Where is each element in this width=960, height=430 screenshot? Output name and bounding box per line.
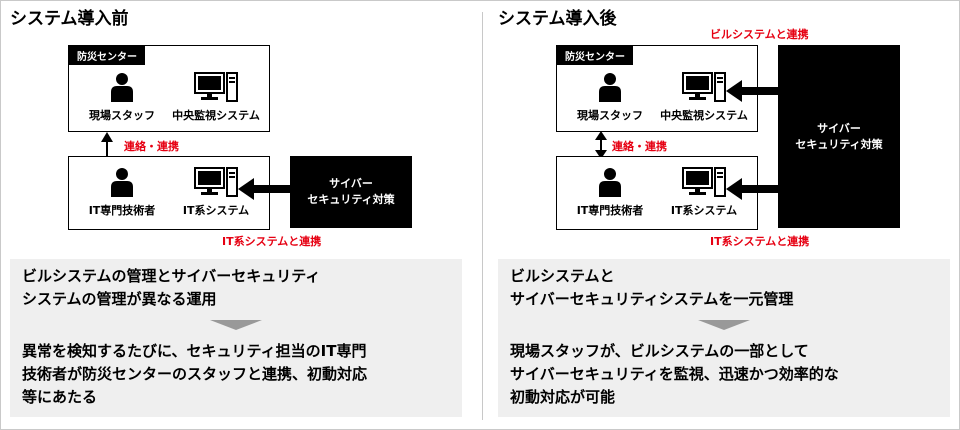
computer-icon [194,72,238,102]
up-arrow-icon [595,131,607,140]
after-panel: システム導入後 ビルシステムと連携 防災センター 現場スタッフ 中央監視システム [488,0,960,430]
detail-line3: 初動対応が可能 [510,388,616,406]
person-icon [599,168,621,197]
disaster-center-label: 防災センター [69,46,145,65]
arrow-icon [726,178,780,200]
link-label: 連絡・連携 [612,140,667,153]
it-engineer-label: IT専門技術者 [576,204,644,217]
computer-icon [682,72,726,102]
cyber-label-line2: セキュリティ対策 [795,137,883,151]
it-link-label: IT系システムと連携 [710,235,810,248]
cyber-label-line1: サイバー [817,121,861,135]
summary-line1: ビルシステムと [510,267,615,285]
central-monitor-node: 中央監視システム [171,72,261,123]
cyber-security-box: サイバー セキュリティ対策 [290,156,412,228]
summary-line2: サイバーセキュリティシステムを一元管理 [510,290,794,308]
it-system-node: IT系システム [171,167,261,218]
building-link-label: ビルシステムと連携 [710,28,809,41]
staff-node: 現場スタッフ [565,72,655,123]
central-monitor-node: 中央監視システム [659,72,749,123]
disaster-center-box: 防災センター 現場スタッフ 中央監視システム [68,45,270,132]
computer-icon [682,167,726,197]
it-link-label: IT系システムと連携 [222,235,322,248]
staff-label: 現場スタッフ [89,109,155,122]
before-title: システム導入前 [10,9,129,29]
link-arrow-line [106,140,108,156]
detail-line1: 現場スタッフが、ビルシステムの一部として [510,342,809,360]
up-arrow-icon [101,132,113,142]
cyber-label-line1: サイバー [329,177,373,191]
cyber-security-box: サイバー セキュリティ対策 [778,45,900,228]
detail-line3: 等にあたる [22,388,98,406]
it-box: IT専門技術者 IT系システム [556,156,758,230]
person-icon [111,168,133,197]
central-monitor-label: 中央監視システム [660,109,748,122]
detail-line1: 異常を検知するたびに、セキュリティ担当のIT専門 [22,342,367,360]
disaster-center-box: 防災センター 現場スタッフ 中央監視システム [556,45,758,132]
detail-line2: 技術者が防災センターのスタッフと連携、初動対応 [22,365,368,383]
after-title: システム導入後 [498,9,617,29]
it-system-label: IT系システム [182,204,250,217]
it-engineer-label: IT専門技術者 [88,204,156,217]
cyber-label-line2: セキュリティ対策 [307,193,395,206]
it-engineer-node: IT専門技術者 [565,167,655,218]
it-box: IT専門技術者 IT系システム [68,156,270,230]
before-summary: ビルシステムの管理とサイバーセキュリティ システムの管理が異なる運用 異常を検知… [10,259,462,417]
staff-label: 現場スタッフ [577,109,643,122]
after-summary: ビルシステムと サイバーセキュリティシステムを一元管理 現場スタッフが、ビルシス… [498,259,950,417]
staff-node: 現場スタッフ [77,72,167,123]
arrow-icon [726,80,780,102]
person-icon [599,73,621,102]
disaster-center-label: 防災センター [557,46,633,65]
computer-icon [194,167,238,197]
down-triangle-icon [698,320,750,330]
panel-divider [482,12,483,420]
it-engineer-node: IT専門技術者 [77,167,167,218]
summary-line1: ビルシステムの管理とサイバーセキュリティ [22,267,321,285]
detail-line2: サイバーセキュリティを監視、迅速かつ効率的な [510,365,839,383]
link-arrow-line [600,138,602,154]
person-icon [111,73,133,102]
summary-line2: システムの管理が異なる運用 [22,290,217,308]
down-arrow-icon [595,150,607,159]
it-system-node: IT系システム [659,167,749,218]
link-label: 連絡・連携 [124,140,179,153]
down-triangle-icon [210,320,262,330]
before-panel: システム導入前 防災センター 現場スタッフ 中央監視システム [0,0,475,430]
arrow-icon [238,178,292,200]
central-monitor-label: 中央監視システム [172,109,260,122]
it-system-label: IT系システム [670,204,738,217]
